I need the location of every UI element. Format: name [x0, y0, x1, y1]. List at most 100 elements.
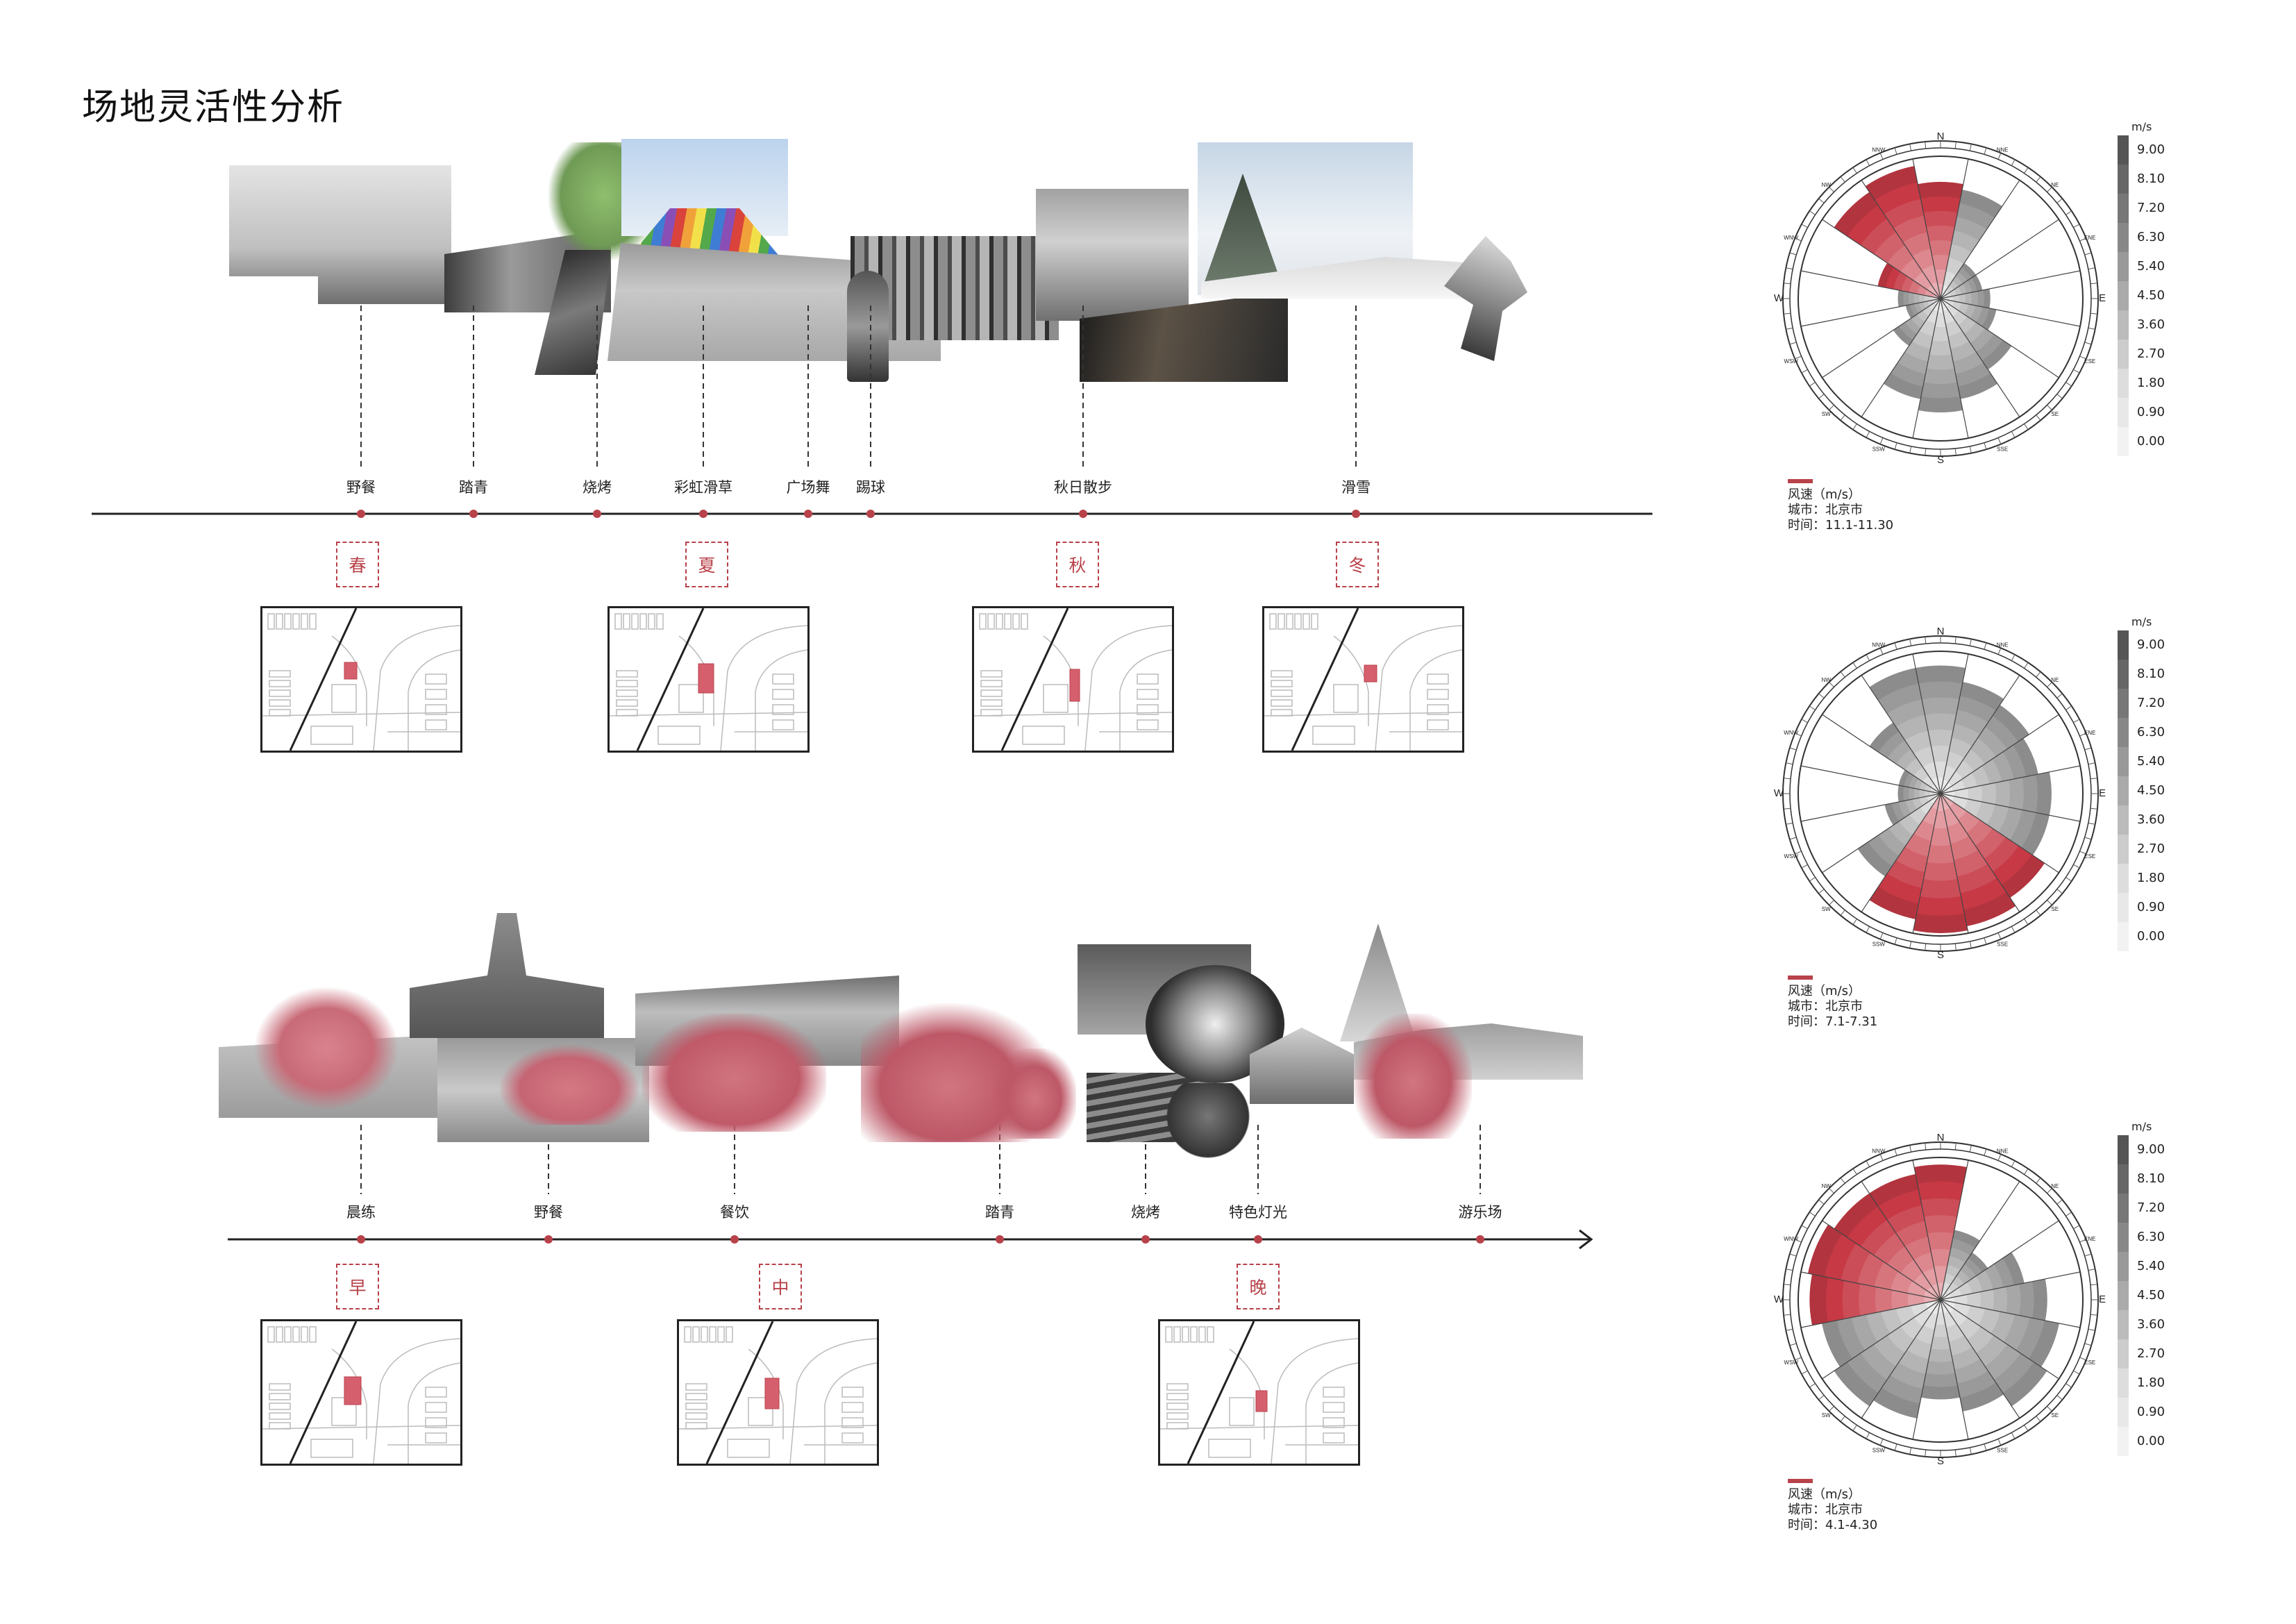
- seasonal-activity-label-0: 野餐: [346, 479, 376, 496]
- wind-legend-swatch-1-9: [2118, 893, 2129, 922]
- wind-legend-level-2-3: 6.30: [2137, 1230, 2165, 1244]
- wind-legend-swatch-2-5: [2118, 1281, 2129, 1310]
- wind-legend-level-2-9: 0.90: [2137, 1405, 2165, 1419]
- map-autumn: [972, 606, 1174, 753]
- photo-morning-exercise: [253, 986, 399, 1111]
- wind-legend-level-1-1: 8.10: [2137, 667, 2165, 681]
- wind-legend-level-2-0: 9.00: [2137, 1142, 2165, 1157]
- wind-legend-swatch-2-3: [2118, 1223, 2129, 1252]
- wind-legend-swatch-0-7: [2118, 340, 2129, 369]
- daily-timeline-arrow: [1579, 1229, 1593, 1250]
- wind-rose-1-dir-WSW: WSW: [1784, 853, 1799, 860]
- wind-rose-2-dir-NW: NW: [1822, 1183, 1832, 1189]
- wind-legend-marker-2: [1788, 1479, 1813, 1483]
- wind-rose-2-dir-NNW: NNW: [1872, 1148, 1886, 1155]
- wind-city-label-0: 城市：北京市: [1788, 503, 1863, 517]
- daily-activity-dot-5: [1254, 1235, 1262, 1244]
- wind-rose-2-dir-E: E: [2099, 1294, 2106, 1305]
- season-box-1: 夏: [685, 542, 728, 587]
- wind-legend-level-2-4: 5.40: [2137, 1259, 2165, 1273]
- season-box-3: 冬: [1336, 542, 1379, 587]
- wind-rose-1-dir-S: S: [1937, 949, 1944, 960]
- wind-legend-level-2-2: 7.20: [2137, 1200, 2165, 1215]
- wind-rose-1-dir-WNW: WNW: [1784, 730, 1798, 736]
- wind-legend-level-0-3: 6.30: [2137, 230, 2165, 244]
- seasonal-activity-label-4: 广场舞: [786, 479, 830, 496]
- wind-legend-swatch-0-9: [2118, 398, 2129, 427]
- wind-period-label-2: 时间：4.1-4.30: [1788, 1518, 1878, 1532]
- wind-legend-swatch-2-2: [2118, 1194, 2129, 1223]
- wind-rose-0-dir-SSE: SSE: [1997, 446, 2008, 452]
- daily-activity-label-3: 踏青: [985, 1204, 1014, 1221]
- wind-rose-0-dir-W: W: [1774, 292, 1784, 304]
- wind-legend-swatch-2-6: [2118, 1310, 2129, 1339]
- wind-rose-1-petal-12-ring-2: [1929, 792, 1941, 796]
- wind-rose-2-petal-10-ring-1: [1927, 1300, 1941, 1314]
- wind-legend-swatch-1-2: [2118, 689, 2129, 718]
- wind-legend-level-1-7: 2.70: [2137, 842, 2165, 856]
- wind-rose-0-petal-8-ring-1: [1938, 299, 1943, 313]
- wind-rose-2-dir-N: N: [1937, 1133, 1945, 1144]
- wind-rose-0-petal-0-ring-1: [1937, 283, 1944, 299]
- photo-dining-people: [642, 1014, 826, 1132]
- seasonal-timeline-dots: [357, 510, 1360, 518]
- season-box-0: 春: [336, 542, 379, 587]
- wind-rose-0-dir-S: S: [1937, 454, 1944, 465]
- wind-legend-level-2-6: 3.60: [2137, 1317, 2165, 1332]
- wind-legend-swatch-1-10: [2118, 922, 2129, 951]
- wind-legend-level-1-8: 1.80: [2137, 871, 2165, 885]
- wind-legend-level-1-3: 6.30: [2137, 725, 2165, 739]
- wind-legend-swatch-0-2: [2118, 194, 2129, 223]
- photo-picnic-people: [500, 1045, 639, 1125]
- seasonal-activity-dot-0: [357, 510, 365, 518]
- daily-activity-label-0: 晨练: [346, 1204, 376, 1221]
- wind-rose-0-dir-SW: SW: [1822, 411, 1831, 417]
- wind-legend-marker-0: [1788, 479, 1813, 483]
- period-box-2: 晚: [1237, 1264, 1280, 1309]
- wind-rose-2-dir-NNE: NNE: [1997, 1148, 2009, 1155]
- wind-legend-swatch-0-4: [2118, 252, 2129, 281]
- wind-legend-level-0-0: 9.00: [2137, 142, 2165, 157]
- daily-activity-label-2: 餐饮: [720, 1204, 749, 1221]
- wind-rose-2-petal-0-ring-1: [1937, 1282, 1944, 1300]
- wind-rose-1-dir-SSW: SSW: [1872, 941, 1886, 947]
- wind-legend-level-0-8: 1.80: [2137, 376, 2165, 390]
- map-evening: [1158, 1319, 1360, 1466]
- wind-legend-swatch-0-0: [2118, 135, 2129, 165]
- wind-rose-0-petal-6-ring-1: [1941, 299, 1950, 308]
- wind-rose-1-dir-SE: SE: [2051, 906, 2059, 912]
- wind-legend-level-0-2: 7.20: [2137, 201, 2165, 215]
- wind-rose-2-petal-6-ring-1: [1941, 1300, 1954, 1314]
- wind-rose-1-dir-W: W: [1774, 787, 1784, 799]
- wind-legend-swatch-1-1: [2118, 660, 2129, 689]
- wind-rose-0-petal-0-ring-2: [1934, 269, 1947, 299]
- wind-legend-level-0-7: 2.70: [2137, 346, 2165, 361]
- wind-legend-level-1-5: 4.50: [2137, 783, 2165, 798]
- seasonal-activity-dot-1: [469, 510, 478, 518]
- wind-rose-1-dir-SSE: SSE: [1997, 941, 2008, 947]
- wind-rose-2-petal-12-ring-1: [1924, 1296, 1941, 1303]
- wind-speed-label-2: 风速（m/s）: [1788, 1487, 1861, 1502]
- page-title: 场地灵活性分析: [82, 87, 345, 128]
- wind-rose-2-dir-ENE: ENE: [2084, 1236, 2095, 1242]
- photo-football-kid: [847, 271, 889, 382]
- wind-rose-0-petal-14-ring-1: [1927, 285, 1941, 299]
- wind-legend-level-2-1: 8.10: [2137, 1171, 2165, 1186]
- wind-rose-1-petal-4-ring-2: [1941, 788, 1968, 799]
- daily-activity-label-6: 游乐场: [1458, 1204, 1502, 1221]
- wind-rose-2-dir-SSE: SSE: [1997, 1447, 2008, 1453]
- wind-legend-level-0-1: 8.10: [2137, 171, 2165, 186]
- wind-rose-2-petal-4-ring-2: [1941, 1294, 1968, 1305]
- seasonal-activity-label-6: 秋日散步: [1054, 479, 1112, 496]
- wind-legend-unit-1: m/s: [2131, 615, 2152, 628]
- wind-rose-1-petal-10-ring-1: [1930, 794, 1941, 804]
- wind-legend-level-1-6: 3.60: [2137, 812, 2165, 827]
- wind-legend-swatch-2-4: [2118, 1252, 2129, 1281]
- wind-rose-0-dir-SE: SE: [2051, 411, 2059, 417]
- daily-activity-dot-4: [1141, 1235, 1150, 1244]
- wind-legend-level-0-9: 0.90: [2137, 405, 2165, 419]
- wind-rose-0-dir-ESE: ESE: [2084, 358, 2095, 365]
- wind-rose-0-dir-NNW: NNW: [1872, 147, 1886, 153]
